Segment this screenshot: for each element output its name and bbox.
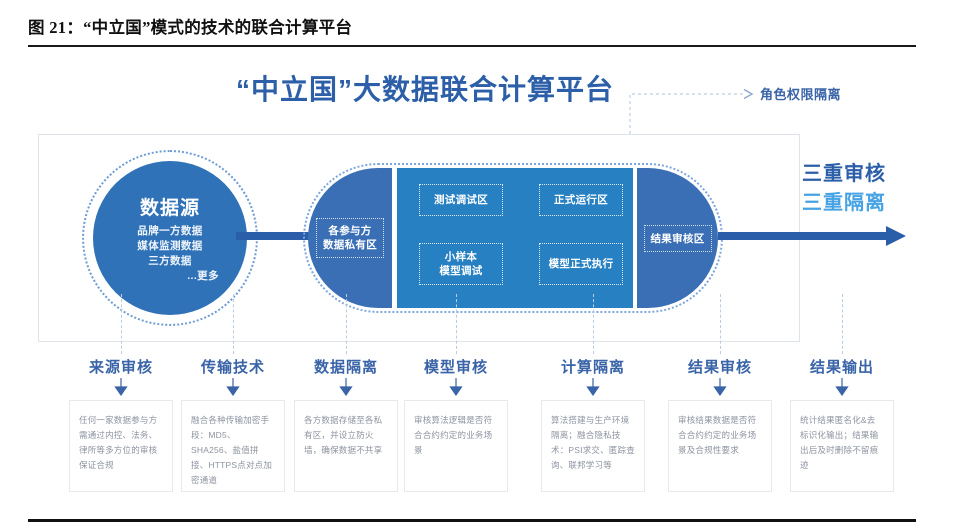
step-arrow-icon-3 — [339, 378, 353, 396]
zone-small-sample-line-1: 小样本 — [444, 251, 478, 263]
step-label-3: 数据隔离 — [313, 359, 378, 376]
figure-caption: 图 21：“中立国”模式的技术的联合计算平台 — [28, 18, 353, 37]
zone-model-formal-execution[interactable]: 模型正式执行 — [539, 243, 623, 285]
footer-divider — [28, 519, 916, 522]
flow-connector-left — [236, 232, 316, 240]
step-arrow-icon-7 — [835, 378, 849, 396]
datasource-title: 数据源 — [139, 197, 200, 219]
platform-stadium: 各参与方 数据私有区 测试调试区 正式运行区 小样本 模型调试 模型正式执行 结… — [303, 163, 723, 313]
triple-isolation-label: 三重隔离 — [802, 192, 886, 214]
datasource-node[interactable]: 数据源 品牌一方数据 媒体监测数据 三方数据 ...更多 — [82, 150, 258, 326]
step-label-1: 来源审核 — [88, 359, 153, 376]
step-arrow-icon-1 — [114, 378, 128, 396]
result-review-zone-label: 结果审核区 — [643, 224, 712, 252]
step-label-5: 计算隔离 — [560, 359, 625, 376]
step-connector-7 — [841, 294, 844, 354]
step-card-1: 任何一家数据参与方需通过内控、法务、律所等多方位的审核保证合规 — [69, 400, 173, 492]
private-zone-line-2: 数据私有区 — [323, 239, 377, 251]
step-label-6: 结果审核 — [687, 359, 752, 376]
step-card-2: 融合各种传输加密手段：MD5、SHA256、盐值拼接、HTTPS点对点加密通道 — [181, 400, 285, 492]
step-arrow-icon-4 — [449, 378, 463, 396]
zone-test-debug[interactable]: 测试调试区 — [419, 184, 503, 216]
step-card-4: 审核算法逻辑是否符合合约约定的业务场景 — [404, 400, 508, 492]
step-card-6: 审核结果数据是否符合合约约定的业务场景及合规性要求 — [668, 400, 772, 492]
step-label-4: 模型审核 — [423, 359, 488, 376]
triple-audit-label: 三重审核 — [802, 163, 886, 185]
datasource-item-3: 三方数据 — [148, 254, 192, 267]
caption-divider — [28, 45, 916, 47]
role-isolation-label: 角色权限隔离 — [760, 87, 842, 102]
step-card-3: 各方数据存储至各私有区，并设立防火墙，确保数据不共享 — [294, 400, 398, 492]
compute-zone: 测试调试区 正式运行区 小样本 模型调试 模型正式执行 — [397, 168, 633, 308]
zone-small-sample-line-2: 模型调试 — [439, 265, 483, 277]
private-zone-line-1: 各参与方 — [328, 225, 372, 237]
output-arrow-icon — [718, 226, 906, 246]
diagram-heading: “中立国”大数据联合计算平台 — [236, 74, 615, 105]
step-arrow-icon-5 — [586, 378, 600, 396]
step-label-2: 传输技术 — [200, 359, 265, 376]
datasource-item-2: 媒体监测数据 — [137, 239, 203, 252]
zone-production-run[interactable]: 正式运行区 — [539, 184, 623, 216]
zone-small-sample-model-debug[interactable]: 小样本 模型调试 — [419, 243, 503, 285]
step-arrow-icon-6 — [713, 378, 727, 396]
step-label-7: 结果输出 — [809, 359, 874, 376]
step-arrow-icon-2 — [226, 378, 240, 396]
step-card-5: 算法搭建与生产环境隔离；融合隐私技术：PSI求交、匿踪查询、联邦学习等 — [541, 400, 645, 492]
datasource-circle: 数据源 品牌一方数据 媒体监测数据 三方数据 ...更多 — [93, 161, 247, 315]
step-card-7: 统计结果匿名化&去标识化输出；结果输出后及时删除不留痕迹 — [790, 400, 894, 492]
datasource-item-4: ...更多 — [187, 269, 219, 282]
result-review-zone[interactable]: 结果审核区 — [637, 168, 718, 308]
datasource-item-1: 品牌一方数据 — [137, 224, 203, 237]
private-data-zone-label: 各参与方 数据私有区 — [316, 218, 384, 258]
